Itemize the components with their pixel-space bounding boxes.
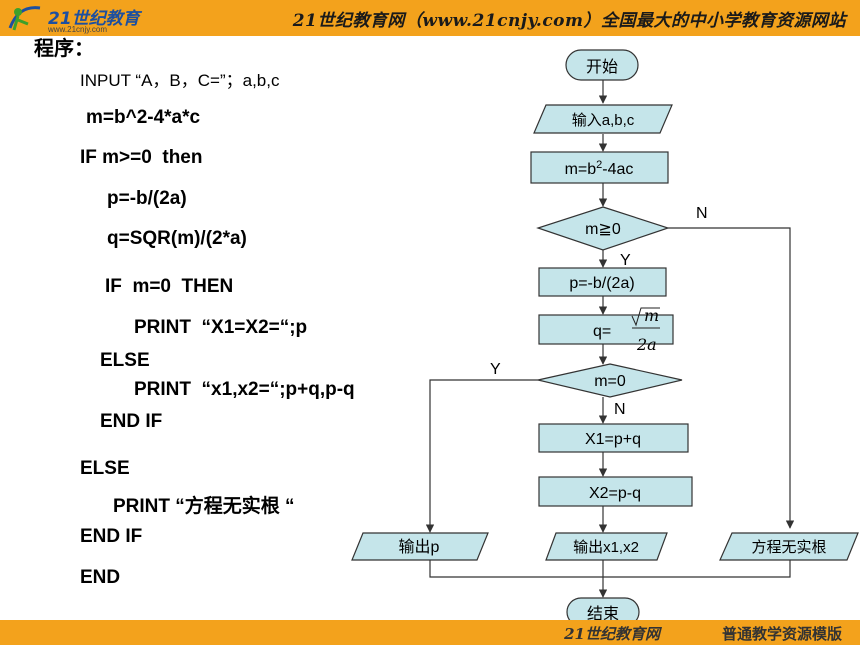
flow-condition-m-ge-0: m≧0 Y N (536, 205, 708, 269)
flow-cond1-yes: Y (620, 252, 631, 269)
code-line-endif2: END IF (80, 526, 143, 547)
flow-q-numerator: m (644, 306, 659, 325)
flow-end-label: 结束 (587, 604, 619, 623)
flow-compute-x1: X1=p+q (538, 423, 689, 453)
code-line-else1: ELSE (100, 350, 150, 371)
flow-out-p-label: 输出p (399, 538, 440, 556)
flow-out-x-label: 输出x1,x2 (573, 539, 639, 556)
site-title: 21世纪教育网（www.21cnjy.com）全国最大的中小学教育资源网站 (292, 11, 846, 31)
footer-brand: 21世纪教育网 (564, 625, 660, 643)
code-line-p: p=-b/(2a) (107, 188, 187, 209)
flow-input-label: 输入a,b,c (572, 112, 635, 129)
code-line-end: END (80, 567, 121, 588)
flow-q-label: q= (593, 323, 611, 340)
code-line-m: m=b^2-4*a*c (86, 107, 201, 128)
flow-compute-p: p=-b/(2a) (538, 267, 667, 297)
flow-p-label: p=-b/(2a) (569, 275, 634, 292)
flow-connectors (425, 80, 795, 598)
footer-bar: 21世纪教育网 普通教学资源模版 (0, 620, 860, 645)
flow-compute-m: m=b2-4ac (530, 151, 669, 184)
code-line-else2: ELSE (80, 458, 130, 479)
flow-q-denominator: 2a (636, 335, 657, 354)
flow-compute-m-rest: -4ac (602, 161, 633, 178)
flow-compute-q: q= m 2a (538, 306, 674, 354)
code-line-print3: PRINT “方程无实根 “ (113, 496, 295, 517)
flow-compute-x2: X2=p-q (538, 476, 693, 507)
footer-template-label: 普通教学资源模版 (721, 625, 842, 643)
flow-cond2-label: m=0 (594, 373, 626, 390)
flow-cond1-label: m≧0 (585, 221, 621, 238)
code-line-print2: PRINT “x1,x2=“;p+q,p-q (134, 379, 355, 400)
code-line-q: q=SQR(m)/(2*a) (107, 228, 247, 249)
code-line-if: IF m>=0 then (80, 147, 203, 168)
flow-x2-label: X2=p-q (589, 485, 641, 502)
flow-input: 输入a,b,c (533, 104, 673, 134)
flow-cond2-yes: Y (490, 361, 501, 378)
code-line-print1: PRINT “X1=X2=“;p (134, 317, 308, 338)
flow-cond2-no: N (614, 401, 626, 418)
flow-cond1-no: N (696, 205, 708, 222)
page-title: 程序： (34, 38, 94, 60)
logo-figure-icon (8, 6, 41, 31)
flow-output-p: 输出p (351, 532, 489, 561)
header-bar: 21世纪教育 www.21cnjy.com 21世纪教育网（www.21cnjy… (0, 0, 860, 36)
logo: 21世纪教育 www.21cnjy.com (4, 2, 154, 36)
flow-compute-m-base: m=b (565, 161, 597, 178)
code-line-if2: IF m=0 THEN (105, 276, 234, 297)
flow-output-none: 方程无实根 (719, 532, 859, 561)
flow-condition-m-eq-0: m=0 Y N (490, 361, 683, 418)
flow-output-x: 输出x1,x2 (545, 532, 668, 561)
sqrt-icon (631, 307, 660, 327)
logo-url: www.21cnjy.com (48, 25, 107, 34)
flow-start: 开始 (565, 49, 639, 81)
code-line-input: INPUT “A，B，C=”；a,b,c (80, 71, 280, 90)
flow-start-label: 开始 (586, 57, 618, 76)
logo-brand: 21世纪教育 (48, 9, 140, 29)
flow-compute-m-exp: 2 (596, 159, 602, 171)
flow-compute-m-label: m=b2-4ac (565, 159, 634, 178)
flow-x1-label: X1=p+q (585, 431, 641, 448)
code-line-endif1: END IF (100, 411, 163, 432)
flow-out-none-label: 方程无实根 (751, 538, 826, 556)
